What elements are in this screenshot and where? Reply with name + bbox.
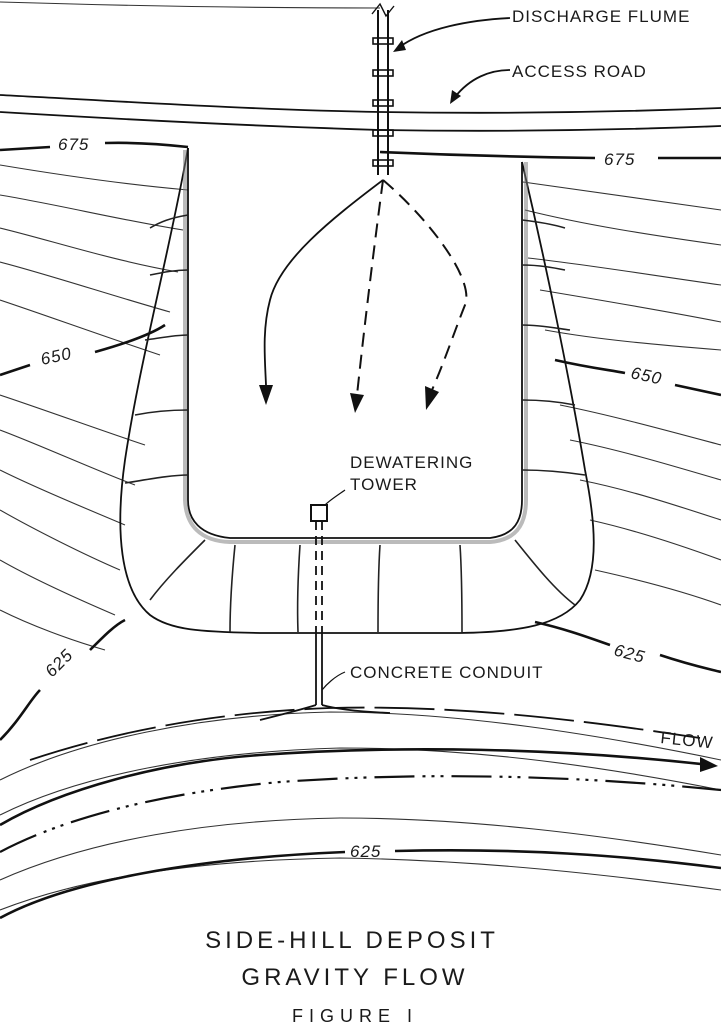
access-road	[0, 94, 721, 132]
index-contours	[0, 141, 721, 920]
contour-lines-right	[522, 181, 721, 606]
embankment-outer	[119, 147, 595, 634]
dewatering-tower-label-line1: DEWATERING	[350, 453, 473, 472]
contour-625-right-label: 625	[612, 641, 647, 667]
contour-625-left-label: 625	[41, 645, 77, 681]
contour-675-right-label: 675	[604, 150, 635, 169]
dewatering-tower	[310, 504, 328, 522]
contour-650-right-label: 650	[629, 363, 664, 388]
contour-675-left-label: 675	[58, 135, 89, 154]
discharge-flume-label: DISCHARGE FLUME	[512, 7, 690, 26]
caption-figure-number: FIGURE I	[292, 1006, 418, 1026]
distribution-arrows	[259, 179, 468, 413]
contour-lines-left	[0, 1, 381, 651]
dewatering-tower-label-line2: TOWER	[350, 475, 418, 494]
concrete-conduit-label: CONCRETE CONDUIT	[350, 663, 544, 682]
flow-label: FLOW	[660, 728, 715, 752]
access-road-label: ACCESS ROAD	[512, 62, 647, 81]
caption-title: SIDE-HILL DEPOSIT	[205, 927, 499, 954]
embankment-cells	[124, 214, 586, 633]
leader-lines	[321, 17, 511, 691]
contour-650-left-label: 650	[39, 344, 74, 369]
caption-subtitle: GRAVITY FLOW	[241, 964, 468, 991]
discharge-flume	[371, 2, 395, 175]
embankment-inner	[187, 148, 523, 539]
contour-625-bottom-label: 625	[350, 842, 381, 861]
stream-channel	[0, 706, 721, 853]
flow-arrowhead	[700, 757, 718, 772]
concrete-conduit	[259, 521, 391, 721]
